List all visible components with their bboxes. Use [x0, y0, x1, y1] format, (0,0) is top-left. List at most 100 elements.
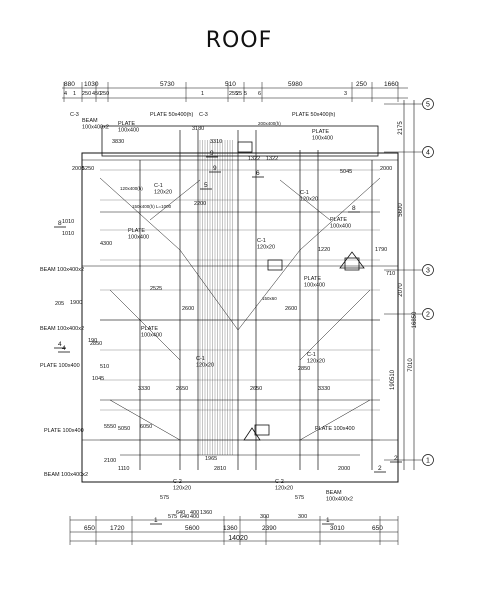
member-label-c2-b: 120x20 [275, 486, 293, 492]
inner-dim-label: 3330 [318, 386, 330, 392]
dim-label: 2390 [262, 525, 277, 532]
dim-label: 5 [244, 91, 247, 97]
inner-dim-label: 510 [100, 364, 109, 370]
member-label-beam-top-left: 100x400x2 [82, 125, 109, 131]
inner-dim-label: 575 [295, 495, 304, 501]
member-label-c2-a: C-2 [173, 479, 182, 485]
section-label: 1 [154, 517, 158, 524]
opening-box [254, 424, 270, 436]
member-label-c2-a: 120x20 [173, 486, 191, 492]
member-label-c1-b: 120x20 [300, 197, 318, 203]
axis-label: 1 [426, 458, 430, 465]
dim-label: 510 [225, 81, 236, 88]
inner-dim-label: 640 [176, 510, 185, 516]
member-label-plate-top-mid: PLATE 50x400(h) [150, 112, 193, 118]
member-label-c1-e: 120x20 [307, 359, 325, 365]
member-label-beam-top-left: BEAM [82, 118, 98, 124]
member-label-plate-left-a: 100x400 [128, 235, 149, 241]
section-label: 2 [378, 465, 382, 472]
overall-width-label: 14020 [228, 535, 248, 542]
rafter-line [109, 289, 181, 361]
member-label-plate-left-b: PLATE 100x400 [40, 363, 80, 369]
dim-label: 3 [344, 91, 347, 97]
dim-label: 5600 [398, 203, 404, 217]
dim-label: 640 [180, 514, 189, 520]
inner-dim-label: 2525 [150, 286, 162, 292]
section-label: 9 [213, 165, 217, 172]
dim-label: 255 [229, 91, 238, 97]
dim-label: 5600 [185, 525, 200, 532]
member-label-c1-b: C-1 [300, 190, 309, 196]
inner-dim-label: 5045 [340, 169, 352, 175]
member-label-beam-bottom-right: BEAM [326, 490, 342, 496]
inner-dim-label: 2850 [90, 341, 102, 347]
inner-dim-label: 1110 [118, 466, 129, 472]
dim-label: 1 [201, 91, 204, 97]
dim-label: 4 [64, 91, 67, 97]
inner-dim-label: 1045 [92, 376, 104, 382]
dim-label: 650 [84, 525, 95, 532]
axis-bubble [422, 454, 434, 466]
inner-dim-label: 2000 [338, 466, 350, 472]
inner-dim-label: 1322 [248, 156, 260, 162]
member-label-c1-a: C-1 [154, 183, 163, 189]
axis-label: 3 [426, 268, 430, 275]
section-label: 5 [204, 182, 208, 189]
member-label-plate-left-d: PLATE [141, 326, 158, 332]
section-label: 2 [394, 455, 398, 462]
dim-label: 1660 [384, 81, 399, 88]
inner-dim-label: 5050 [118, 426, 130, 432]
rafter-line [99, 177, 181, 251]
dim-label: 1030 [84, 81, 99, 88]
inner-dim-label: 6050 [140, 424, 152, 430]
member-label-plate-right-b: 100x400 [304, 283, 325, 289]
member-label-c3-top: C-3 [70, 112, 79, 118]
member-label-plate-right-a: PLATE [312, 129, 329, 135]
member-label-plate-top-left: PLATE [118, 121, 135, 127]
member-label-plate-right-d: PLATE [330, 217, 347, 223]
member-label-c3-mid: C-3 [199, 112, 208, 118]
inner-dim-label: 4300 [100, 241, 112, 247]
member-label-plate-right-a: 100x400 [312, 136, 333, 142]
inner-dim-label: 5550 [104, 424, 116, 430]
inner-dim-label: 2600 [182, 306, 194, 312]
member-note: 120x400(h) [120, 186, 143, 191]
section-label: 8 [58, 220, 62, 227]
inner-dim-label: 2650 [250, 386, 262, 392]
inner-dim-label: 5250 [82, 166, 94, 172]
member-label-beam-left-mid: BEAM 100x400x2 [40, 267, 84, 273]
member-label-c1-e: C-1 [307, 352, 316, 358]
member-label-plate-top-right: PLATE 50x400(h) [292, 112, 335, 118]
axis-bubble [422, 146, 434, 158]
roof-hatch-symbol [243, 427, 261, 441]
inner-dim-label: 2000 [380, 166, 392, 172]
inner-dim-label: 400 [190, 510, 199, 516]
inner-dim-label: 1220 [318, 247, 330, 253]
inner-dim-label: 190 [88, 338, 97, 344]
dim-label: 400 [190, 514, 199, 520]
inner-dim-label: 2600 [285, 306, 297, 312]
member-label-plate-right-b: PLATE [304, 276, 321, 282]
inner-dim-label: 575 [160, 495, 169, 501]
drawing-title: ROOF [205, 28, 273, 53]
inner-dim-label: 1360 [200, 510, 212, 516]
member-label-plate-right-c: PLATE 100x400 [315, 426, 355, 432]
section-label: 4 [58, 341, 62, 348]
axis-label: 4 [426, 150, 430, 157]
roof-hatch-symbol [339, 251, 365, 269]
rafter-line [109, 399, 181, 441]
member-label-c1-c: 120x20 [257, 245, 275, 251]
axis-bubble [422, 308, 434, 320]
member-label-plate-left-d: 100x400 [141, 333, 162, 339]
rafter-line [299, 399, 371, 441]
inner-dim-label: 3310 [210, 139, 222, 145]
inner-dim-label: 2200 [194, 201, 206, 207]
dim-label: 880 [64, 81, 75, 88]
dim-label: 300 [298, 514, 307, 520]
rafter-line [299, 177, 381, 251]
dim-label: 1360 [223, 525, 238, 532]
inner-dim-label: 2650 [176, 386, 188, 392]
building-outline [81, 152, 399, 483]
section-label: 1 [326, 517, 330, 524]
